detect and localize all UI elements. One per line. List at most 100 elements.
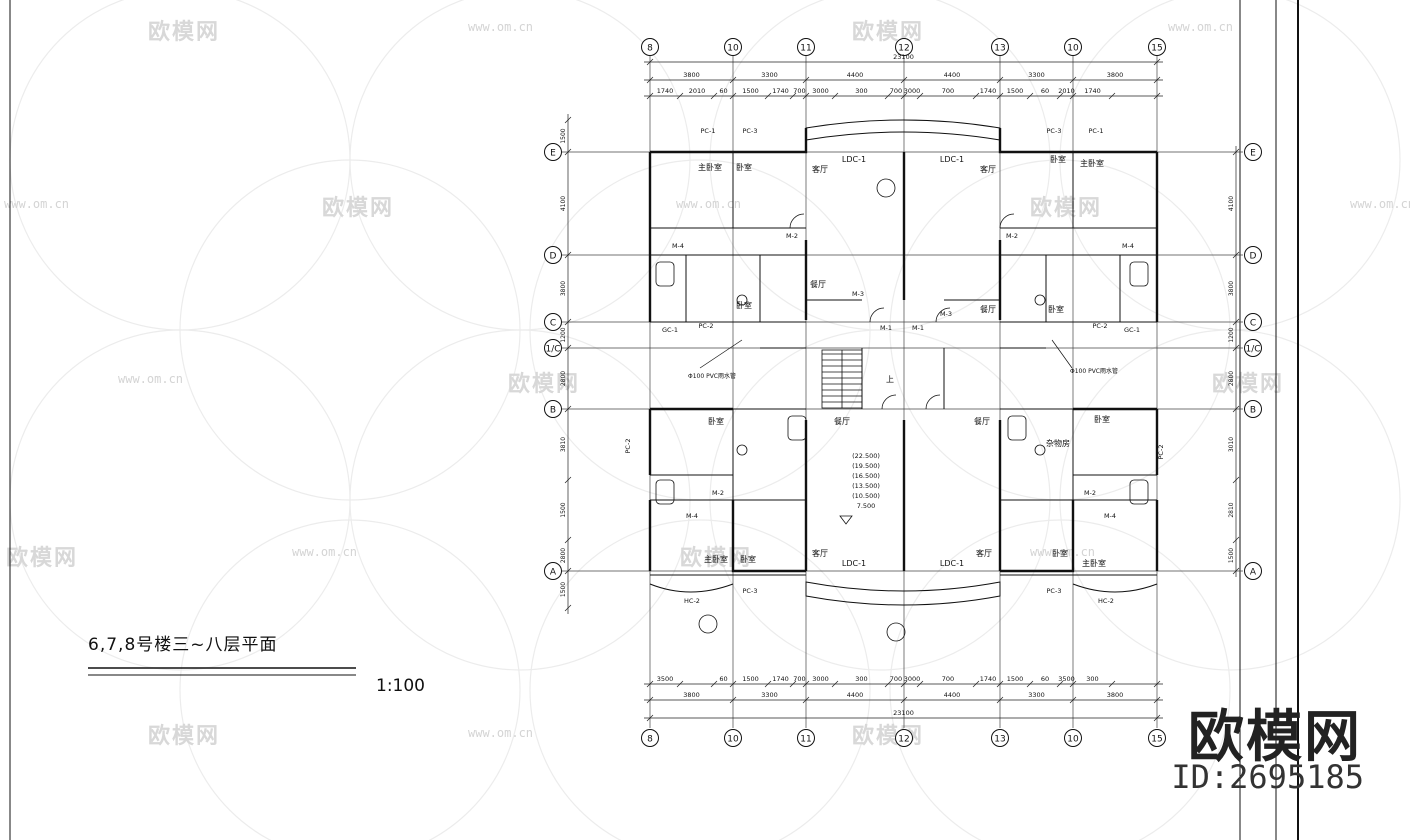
toilet-fixture (787, 415, 807, 441)
axis-bubble (1064, 38, 1082, 56)
walls (648, 128, 1159, 573)
dim-tick (1153, 696, 1161, 704)
pipe-note: Φ100 PVC雨水管 (688, 372, 736, 380)
dim-label: 2010 (1058, 87, 1075, 95)
dim-tick (646, 680, 654, 688)
dim-tick (900, 76, 908, 84)
dim-label: 60 (719, 87, 727, 95)
stair (821, 349, 863, 409)
watermark-brand: 欧模网 (148, 19, 221, 44)
section-mark (886, 622, 906, 642)
drawing-title: 6,7,8号楼三~八层平面 (88, 635, 278, 655)
dim-label: 4400 (944, 71, 961, 79)
plan-label: M-3 (852, 290, 864, 298)
dim-tick (1153, 92, 1161, 100)
dim-label: 4400 (944, 691, 961, 699)
dim-label: 3000 (812, 675, 829, 683)
dim-tick (564, 405, 572, 413)
dim-tick (789, 680, 797, 688)
dim-label: 1500 (1228, 548, 1235, 563)
dim-tick (1108, 92, 1116, 100)
dim-label: 3300 (761, 691, 778, 699)
axis-bubble (544, 400, 562, 418)
sheet-frame (9, 0, 1299, 840)
axis-bubble (724, 38, 742, 56)
dim-label: 3800 (1107, 71, 1124, 79)
plan-label: M-1 (912, 324, 924, 332)
sink-fixture (1034, 444, 1046, 456)
dim-label: 3500 (1058, 675, 1075, 683)
brand-id: ID:2695185 (1171, 758, 1364, 796)
dim-label: 3000 (904, 675, 921, 683)
axis-bubble-label: 1/C (545, 345, 560, 355)
dim-label: 2810 (1228, 502, 1235, 517)
dim-tick (564, 251, 572, 259)
dimension-lines (564, 58, 1240, 722)
dim-tick (764, 680, 772, 688)
dim-tick (764, 92, 772, 100)
plan-label: PC-2 (624, 439, 632, 454)
dim-tick (1069, 76, 1077, 84)
elevation-label: 7.500 (857, 502, 876, 510)
axis-bubble (1244, 143, 1262, 161)
dim-tick (1153, 714, 1161, 722)
toilet-fixture (1007, 415, 1027, 441)
dim-label: 4100 (1228, 196, 1235, 211)
stair-up-label: 上 (886, 375, 894, 384)
room-label: 主卧室 (1082, 558, 1106, 568)
bay-window-top (805, 119, 1001, 141)
plan-label: M-4 (1104, 512, 1116, 520)
dim-tick (900, 696, 908, 704)
axis-bubble (544, 143, 562, 161)
dim-tick (1232, 536, 1240, 544)
plan-label: PC-2 (1157, 445, 1165, 460)
plan-label: M-4 (1122, 242, 1134, 250)
dim-tick (1153, 58, 1161, 66)
leader-line (1051, 339, 1073, 369)
axis-bubble-label: E (550, 149, 556, 159)
dim-label: 3300 (761, 71, 778, 79)
dim-label: 700 (942, 87, 954, 95)
axis-bubble-label: 10 (1067, 44, 1079, 54)
elevation-label: (10.500) (852, 492, 880, 500)
dim-tick (646, 76, 654, 84)
section-mark (876, 178, 896, 198)
dim-label: 3800 (1107, 691, 1124, 699)
room-label: 卧室 (1048, 304, 1064, 314)
room-label: 客厅 (976, 548, 992, 558)
elevation-marker (839, 515, 853, 525)
dim-tick (831, 680, 839, 688)
dim-label: 60 (1041, 87, 1049, 95)
plan-label: HC-2 (684, 597, 700, 605)
room-label: 卧室 (736, 300, 752, 310)
leader-line (699, 339, 743, 369)
axis-bubble (724, 729, 742, 747)
plan-label: PC-1 (1089, 127, 1104, 135)
toilet-fixture (1129, 479, 1149, 505)
dim-tick (1232, 318, 1240, 326)
dim-label: 3300 (1028, 71, 1045, 79)
axis-bubble (544, 246, 562, 264)
dim-label: 3800 (1228, 281, 1235, 296)
watermark-url: www.om.cn (1350, 197, 1410, 211)
dim-label: 60 (719, 675, 727, 683)
dim-tick (1232, 344, 1240, 352)
sink-fixture (1034, 294, 1046, 306)
axis-bubble-label: C (1250, 319, 1256, 329)
dim-tick (646, 58, 654, 66)
dim-label: 700 (942, 675, 954, 683)
axis-bubble (1244, 562, 1262, 580)
axis-bubble-label: 13 (994, 735, 1005, 745)
door-swing (935, 307, 951, 323)
dim-tick (996, 76, 1004, 84)
plan-label: M-4 (686, 512, 698, 520)
axis-bubble (641, 729, 659, 747)
axis-bubble (1244, 339, 1262, 357)
axis-bubble-label: 10 (727, 44, 739, 54)
dim-tick (564, 536, 572, 544)
dim-tick (1026, 680, 1034, 688)
dim-tick (802, 696, 810, 704)
watermark-brand: 欧模网 (1212, 371, 1285, 396)
room-label: 卧室 (1094, 414, 1110, 424)
